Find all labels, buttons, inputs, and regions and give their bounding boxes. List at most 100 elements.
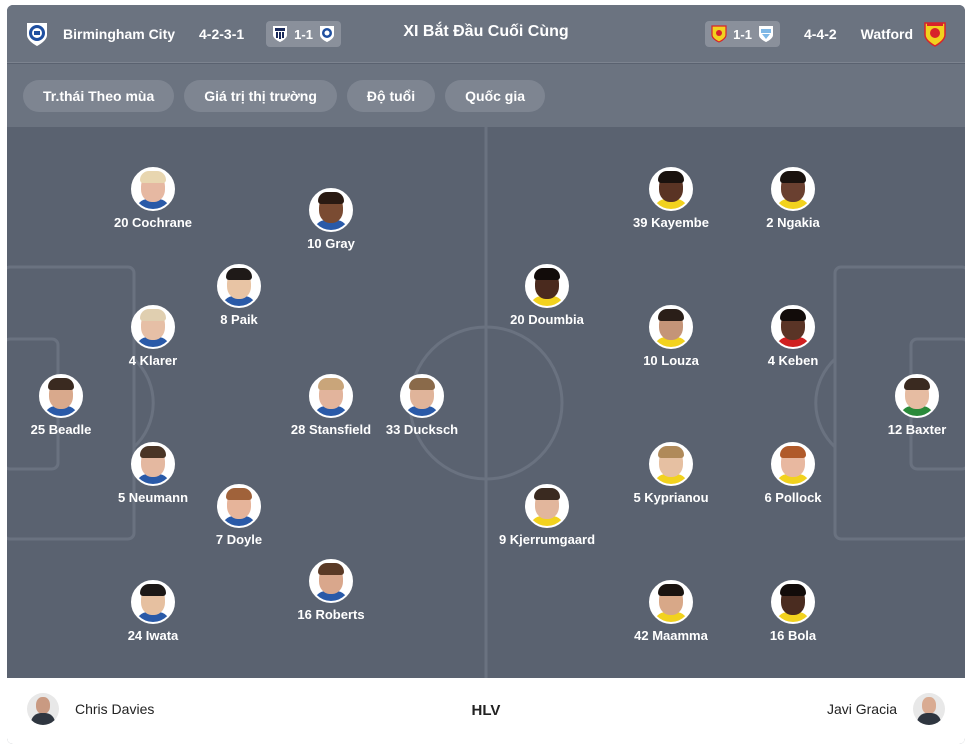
player-4-keben[interactable]: 4 Keben xyxy=(733,305,853,368)
player-label: 25 Beadle xyxy=(30,422,92,437)
player-photo xyxy=(649,580,693,624)
player-4-klarer[interactable]: 4 Klarer xyxy=(93,305,213,368)
player-photo xyxy=(217,264,261,308)
player-label: 10 Louza xyxy=(643,353,699,368)
pitch: 20 Cochrane 10 Gray 8 Paik 4 Klarer 25 Beadl… xyxy=(7,127,965,678)
player-label: 16 Bola xyxy=(769,628,817,643)
home-team-name[interactable]: Birmingham City xyxy=(63,26,176,42)
player-label: 20 Doumbia xyxy=(510,312,584,327)
filter-season-status-button[interactable]: Tr.thái Theo mùa xyxy=(23,79,175,112)
player-photo xyxy=(309,559,353,603)
away-coach[interactable]: Javi Gracia xyxy=(827,693,945,725)
home-recent-result[interactable]: 1-1 xyxy=(266,21,341,47)
away-team-block: 1-1 4-4-2 Watford xyxy=(705,5,947,63)
watford-mini-crest-icon xyxy=(711,25,727,43)
player-label: 4 Keben xyxy=(767,353,819,368)
player-20-cochrane[interactable]: 20 Cochrane xyxy=(93,167,213,230)
player-25-beadle[interactable]: 25 Beadle xyxy=(7,374,121,437)
player-5-kyprianou[interactable]: 5 Kyprianou xyxy=(611,442,731,505)
west-brom-crest-icon xyxy=(272,25,288,43)
player-16-bola[interactable]: 16 Bola xyxy=(733,580,853,643)
away-recent-score: 1-1 xyxy=(733,26,752,42)
player-label: 9 Kjerrumgaard xyxy=(498,532,596,547)
player-39-kayembe[interactable]: 39 Kayembe xyxy=(611,167,731,230)
home-coach-name: Chris Davies xyxy=(75,701,155,717)
player-12-baxter[interactable]: 12 Baxter xyxy=(857,374,965,437)
filter-nationality-button[interactable]: Quốc gia xyxy=(445,79,546,112)
player-label: 5 Neumann xyxy=(117,490,189,505)
player-10-louza[interactable]: 10 Louza xyxy=(611,305,731,368)
coventry-crest-icon xyxy=(758,25,774,43)
player-photo xyxy=(895,374,939,418)
player-label: 10 Gray xyxy=(307,236,355,251)
coaches-footer: Chris Davies HLV Javi Gracia xyxy=(7,678,965,744)
player-16-roberts[interactable]: 16 Roberts xyxy=(271,559,391,622)
player-photo xyxy=(771,442,815,486)
player-8-paik[interactable]: 8 Paik xyxy=(179,264,299,327)
player-5-neumann[interactable]: 5 Neumann xyxy=(93,442,213,505)
player-photo xyxy=(131,442,175,486)
player-photo xyxy=(131,305,175,349)
player-photo xyxy=(131,580,175,624)
player-photo xyxy=(649,167,693,211)
player-photo xyxy=(525,264,569,308)
player-20-doumbia[interactable]: 20 Doumbia xyxy=(487,264,607,327)
away-coach-name: Javi Gracia xyxy=(826,701,897,717)
player-photo xyxy=(309,374,353,418)
player-photo xyxy=(771,580,815,624)
away-coach-avatar xyxy=(913,693,945,725)
player-label: 33 Ducksch xyxy=(385,422,459,437)
player-photo xyxy=(771,167,815,211)
player-label: 2 Ngakia xyxy=(766,215,820,230)
player-2-ngakia[interactable]: 2 Ngakia xyxy=(733,167,853,230)
player-label: 20 Cochrane xyxy=(113,215,193,230)
player-photo xyxy=(649,305,693,349)
lineup-card: Birmingham City 4-2-3-1 1-1 xyxy=(7,5,965,744)
player-label: 12 Baxter xyxy=(887,422,947,437)
player-10-gray[interactable]: 10 Gray xyxy=(271,188,391,251)
player-photo xyxy=(525,484,569,528)
player-6-pollock[interactable]: 6 Pollock xyxy=(733,442,853,505)
filter-market-value-button[interactable]: Giá trị thị trường xyxy=(184,79,337,112)
player-photo xyxy=(309,188,353,232)
player-7-doyle[interactable]: 7 Doyle xyxy=(179,484,299,547)
player-label: 28 Stansfield xyxy=(290,422,372,437)
birmingham-mini-crest-icon xyxy=(319,25,335,43)
away-formation: 4-4-2 xyxy=(803,26,837,42)
player-photo xyxy=(39,374,83,418)
player-label: 8 Paik xyxy=(220,312,258,327)
home-team-block: Birmingham City 4-2-3-1 1-1 xyxy=(25,5,341,63)
player-33-ducksch[interactable]: 33 Ducksch xyxy=(362,374,482,437)
home-coach[interactable]: Chris Davies xyxy=(27,693,154,725)
player-label: 16 Roberts xyxy=(297,607,365,622)
home-formation: 4-2-3-1 xyxy=(199,26,245,42)
player-photo xyxy=(649,442,693,486)
lineup-header: Birmingham City 4-2-3-1 1-1 xyxy=(7,5,965,63)
lineup-title: XI Bắt Đầu Cuối Cùng xyxy=(403,23,569,40)
player-label: 24 Iwata xyxy=(127,628,179,643)
player-label: 6 Pollock xyxy=(764,490,822,505)
player-label: 4 Klarer xyxy=(128,353,178,368)
home-coach-avatar xyxy=(27,693,59,725)
player-9-kjerrumgaard[interactable]: 9 Kjerrumgaard xyxy=(487,484,607,547)
player-photo xyxy=(400,374,444,418)
away-recent-result[interactable]: 1-1 xyxy=(705,21,780,47)
watford-crest-icon xyxy=(923,21,947,47)
player-label: 39 Kayembe xyxy=(633,215,709,230)
player-42-maamma[interactable]: 42 Maamma xyxy=(611,580,731,643)
player-photo xyxy=(217,484,261,528)
filter-bar: Tr.thái Theo mùa Giá trị thị trường Độ t… xyxy=(7,64,965,127)
away-team-name[interactable]: Watford xyxy=(860,26,913,42)
pitch-markings xyxy=(7,127,965,678)
player-label: 7 Doyle xyxy=(215,532,263,547)
player-label: 5 Kyprianou xyxy=(633,490,709,505)
coach-label: HLV xyxy=(471,702,501,719)
filter-age-button[interactable]: Độ tuổi xyxy=(346,79,436,112)
player-photo xyxy=(771,305,815,349)
player-label: 42 Maamma xyxy=(634,628,708,643)
player-photo xyxy=(131,167,175,211)
player-28-stansfield[interactable]: 28 Stansfield xyxy=(271,374,391,437)
home-recent-score: 1-1 xyxy=(294,26,313,42)
birmingham-crest-icon xyxy=(25,21,49,47)
player-24-iwata[interactable]: 24 Iwata xyxy=(93,580,213,643)
